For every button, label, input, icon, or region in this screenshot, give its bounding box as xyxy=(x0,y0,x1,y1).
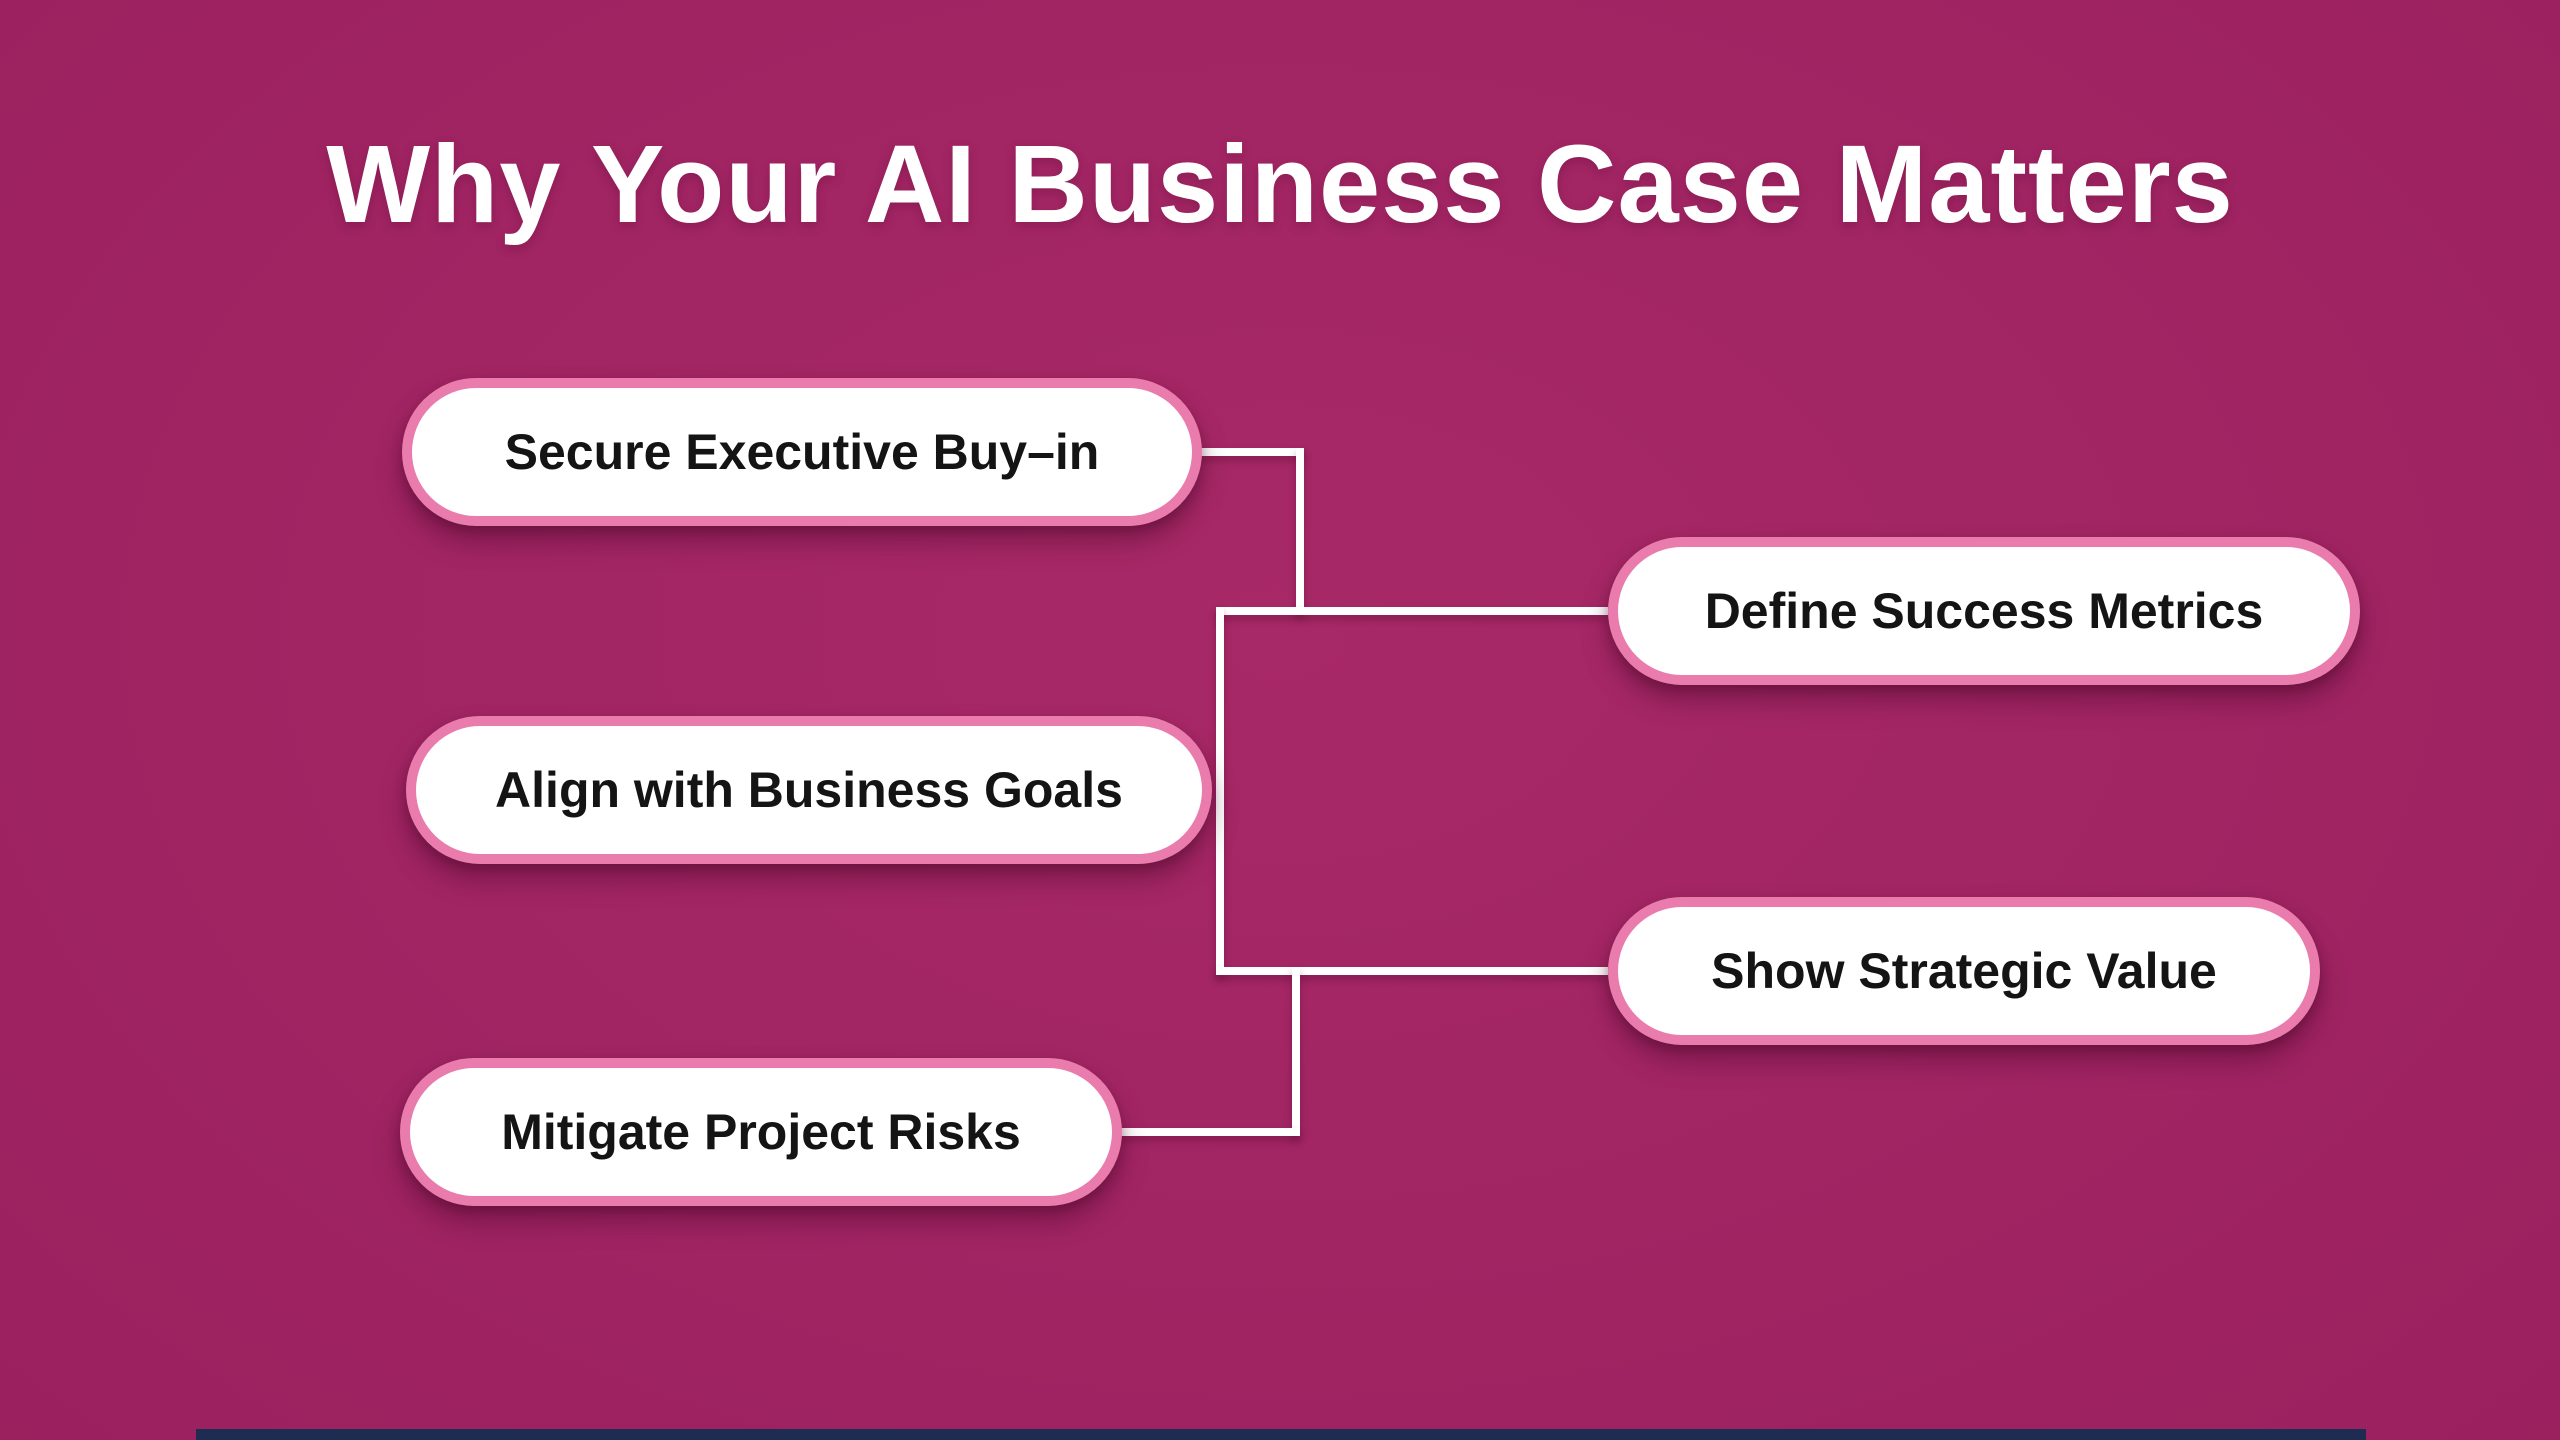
connector-line xyxy=(1292,967,1300,1136)
page-title: Why Your AI Business Case Matters xyxy=(326,123,2234,246)
node-mitigate-project-risks: Mitigate Project Risks xyxy=(400,1058,1122,1206)
node-label: Align with Business Goals xyxy=(495,762,1123,818)
node-define-success-metrics: Define Success Metrics xyxy=(1608,537,2360,685)
node-label: Define Success Metrics xyxy=(1704,583,2264,639)
node-label: Secure Executive Buy–in xyxy=(504,424,1100,480)
connector-line xyxy=(1216,607,1608,615)
node-show-strategic-value: Show Strategic Value xyxy=(1608,897,2320,1045)
connector-line xyxy=(1118,1128,1300,1136)
connector-line xyxy=(1296,448,1304,615)
node-label: Show Strategic Value xyxy=(1711,943,2217,999)
node-secure-executive-buy-in: Secure Executive Buy–in xyxy=(402,378,1202,526)
node-label: Mitigate Project Risks xyxy=(501,1104,1021,1160)
connector-line xyxy=(1216,607,1224,975)
connector-line xyxy=(1216,967,1608,975)
connector-line xyxy=(1198,448,1304,456)
bottom-accent-bar xyxy=(196,1429,2366,1440)
node-align-with-business-goals: Align with Business Goals xyxy=(406,716,1212,864)
